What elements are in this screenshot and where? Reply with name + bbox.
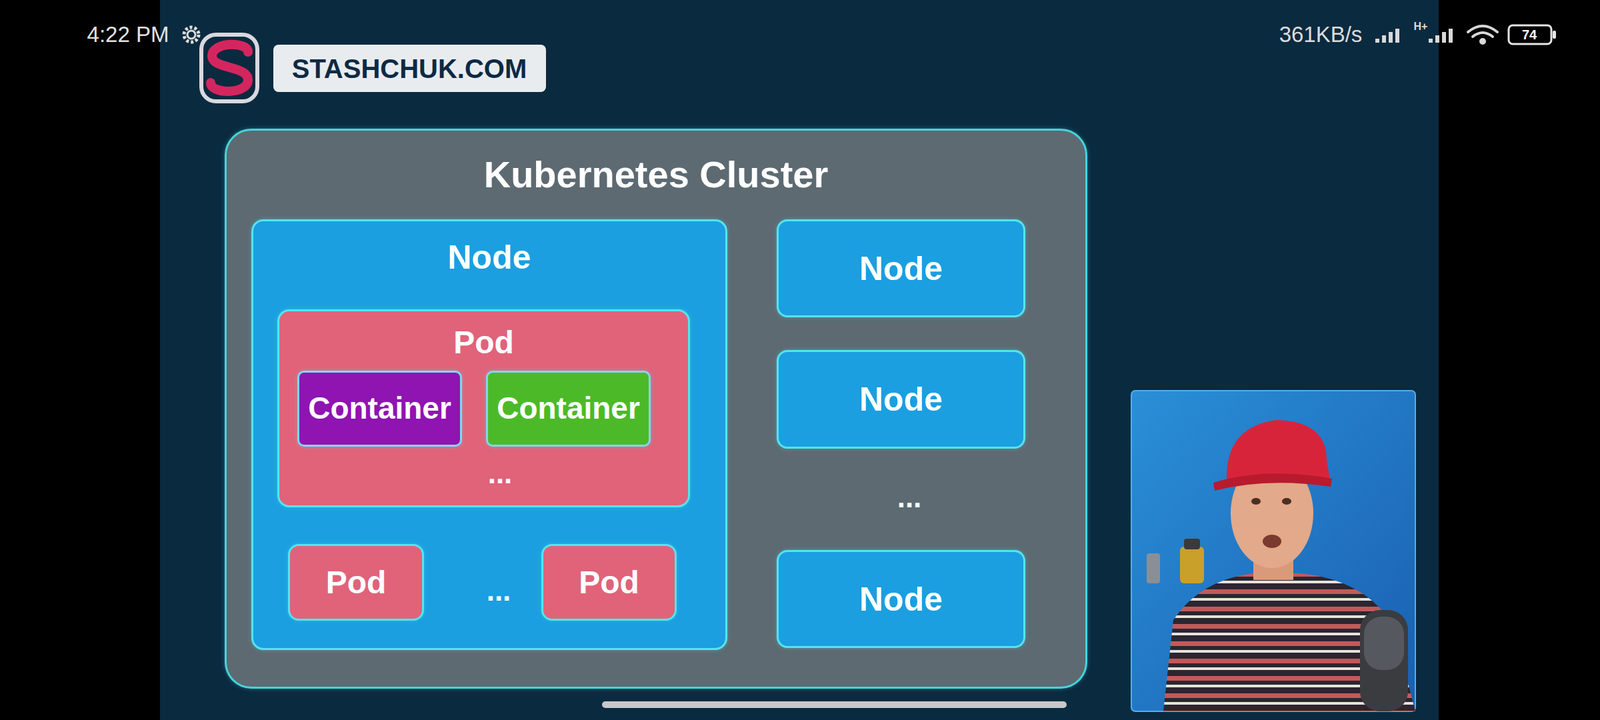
presenter-video (1131, 390, 1416, 712)
node-label: Pod (326, 563, 387, 602)
node-label: Node (859, 248, 943, 289)
node-label: Kubernetes Cluster (226, 152, 1086, 197)
container-box: Container (297, 370, 462, 447)
node-label: Container (308, 390, 452, 427)
pod-box: Pod (288, 544, 424, 621)
status-time: 4:22 PM (87, 21, 170, 48)
logo-icon (201, 34, 258, 102)
logo-text: STASHCHUK.COM (292, 52, 528, 85)
ellipsis: ... (897, 480, 922, 516)
pod-box: PodContainer Container (277, 309, 690, 508)
node-label: Pod (578, 563, 640, 602)
network-type: H+ (1414, 20, 1428, 33)
ellipsis: ... (486, 573, 512, 609)
node-label: Container (496, 390, 640, 427)
cluster-box: Kubernetes ClusterNodePodContainerContai… (224, 128, 1088, 689)
status-speed: 361KB/s (1279, 21, 1363, 48)
logo-plate (273, 44, 546, 92)
battery-icon (1508, 25, 1556, 44)
scroll-bar (602, 701, 1067, 708)
node-label: Node (859, 379, 943, 420)
wifi-icon (1468, 26, 1498, 44)
container-box: Container (486, 370, 651, 447)
node-box: Node (776, 219, 1026, 318)
gear-icon (184, 27, 199, 42)
node-box: Node (776, 550, 1026, 648)
ellipsis: ... (488, 456, 513, 492)
node-box: Node (776, 350, 1026, 449)
node-label: Node (859, 579, 943, 620)
battery-level: 74 (1522, 26, 1537, 43)
pod-box: Pod (541, 544, 677, 621)
node-label: Pod (279, 323, 688, 362)
node-label: Node (253, 237, 726, 278)
